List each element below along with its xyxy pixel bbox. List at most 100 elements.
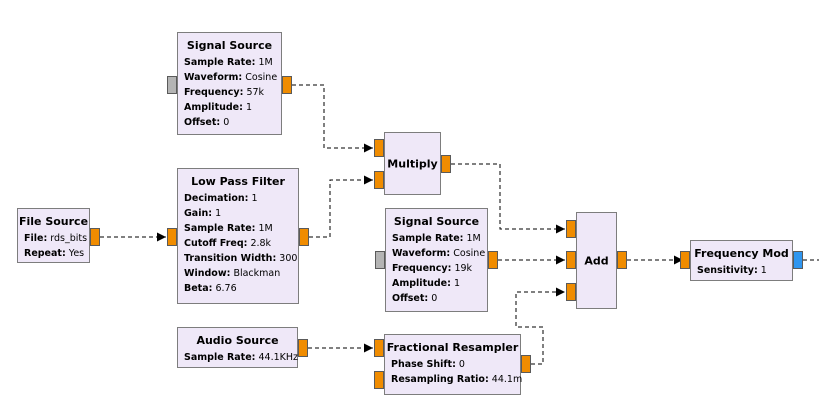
- param-label: Offset:: [184, 117, 221, 128]
- block-param-row: Decimation: 1: [178, 191, 298, 206]
- file-source-output-port[interactable]: [90, 228, 100, 246]
- param-value: 1M: [258, 57, 273, 68]
- frequency-mod-input-port[interactable]: [680, 251, 690, 269]
- param-value: 57k: [246, 87, 265, 98]
- block-title: Multiply: [387, 157, 438, 170]
- add-output-port[interactable]: [617, 251, 627, 269]
- param-label: Gain:: [184, 208, 213, 219]
- block-param-row: Sensitivity: 1: [691, 263, 792, 278]
- block-param-row: Phase Shift: 0: [385, 357, 520, 372]
- block-title: Signal Source: [393, 215, 480, 228]
- param-label: Repeat:: [24, 248, 66, 259]
- fractional-resampler-input-port-0[interactable]: [374, 339, 384, 357]
- block-param-row: Beta: 6.76: [178, 281, 298, 296]
- param-value: Cosine: [245, 72, 278, 83]
- param-label: Frequency:: [392, 263, 452, 274]
- param-label: File:: [24, 233, 48, 244]
- param-value: 1M: [258, 223, 273, 234]
- param-value: 0: [431, 293, 438, 304]
- block-title: Fractional Resampler: [386, 341, 519, 354]
- block-param-row: Sample Rate: 1M: [386, 231, 487, 246]
- block-param-row: Resampling Ratio: 44.1m: [385, 372, 523, 387]
- add-block[interactable]: Add: [576, 212, 617, 309]
- block-param-row: Amplitude: 1: [386, 276, 487, 291]
- frequency-mod-output-port[interactable]: [793, 251, 803, 269]
- param-label: Sample Rate:: [184, 57, 256, 68]
- block-param-row: Gain: 1: [178, 206, 298, 221]
- block-param-row: Window: Blackman: [178, 266, 298, 281]
- multiply-input-port-1[interactable]: [374, 171, 384, 189]
- multiply-block[interactable]: Multiply: [384, 132, 441, 195]
- param-value: 1: [245, 102, 252, 113]
- block-title: Add: [584, 254, 609, 267]
- param-label: Resampling Ratio:: [391, 374, 489, 385]
- block-param-row: Repeat: Yes: [18, 246, 89, 261]
- block-param-row: Frequency: 19k: [386, 261, 487, 276]
- wire-lpf-to-multiply[interactable]: [309, 175, 373, 238]
- block-title: Audio Source: [196, 334, 279, 347]
- block-param-row: Cutoff Freq: 2.8k: [178, 236, 298, 251]
- add-input-port-2[interactable]: [566, 283, 576, 301]
- block-title: Signal Source: [186, 39, 273, 52]
- signal-source-input-port[interactable]: [167, 76, 177, 94]
- param-value: Blackman: [233, 268, 281, 279]
- param-label: Amplitude:: [392, 278, 451, 289]
- block-param-row: Offset: 0: [178, 115, 281, 130]
- fractional-resampler-input-port-1[interactable]: [374, 371, 384, 389]
- block-title: File Source: [18, 215, 89, 228]
- param-label: Amplitude:: [184, 102, 243, 113]
- block-param-row: Sample Rate: 1M: [178, 221, 298, 236]
- param-value: 1M: [466, 233, 481, 244]
- param-value: 1: [760, 265, 767, 276]
- wire-multiply-to-add[interactable]: [451, 163, 565, 234]
- signal-source-2-output-port[interactable]: [488, 251, 498, 269]
- block-param-row: Waveform: Cosine: [178, 70, 281, 85]
- block-param-row: File: rds_bits: [18, 231, 89, 246]
- param-value: 0: [223, 117, 230, 128]
- param-label: Sample Rate:: [392, 233, 464, 244]
- param-value: 1: [251, 193, 258, 204]
- block-param-row: Sample Rate: 44.1KHz: [178, 350, 299, 365]
- block-title: Low Pass Filter: [191, 175, 285, 188]
- fractional-resampler-output-port[interactable]: [521, 355, 531, 373]
- add-input-port-0[interactable]: [566, 220, 576, 238]
- param-value: Yes: [68, 248, 85, 259]
- param-label: Cutoff Freq:: [184, 238, 248, 249]
- multiply-output-port[interactable]: [441, 155, 451, 173]
- param-label: Transition Width:: [184, 253, 277, 264]
- param-value: 1: [453, 278, 460, 289]
- param-value: rds_bits: [50, 233, 88, 244]
- param-label: Beta:: [184, 283, 213, 294]
- multiply-input-port-0[interactable]: [374, 139, 384, 157]
- param-value: 0: [458, 359, 465, 370]
- param-label: Sample Rate:: [184, 352, 256, 363]
- block-param-row: Offset: 0: [386, 291, 487, 306]
- param-label: Frequency:: [184, 87, 244, 98]
- param-label: Phase Shift:: [391, 359, 456, 370]
- param-label: Offset:: [392, 293, 429, 304]
- block-param-row: Transition Width: 300: [178, 251, 298, 266]
- block-param-row: Frequency: 57k: [178, 85, 281, 100]
- param-value: 6.76: [215, 283, 237, 294]
- param-value: 44.1KHz: [258, 352, 299, 363]
- audio-source-output-port[interactable]: [298, 339, 308, 357]
- param-value: 44.1m: [491, 374, 523, 385]
- param-value: 2.8k: [250, 238, 272, 249]
- param-label: Waveform:: [392, 248, 451, 259]
- low-pass-filter-output-port[interactable]: [299, 228, 309, 246]
- signal-source-2-input-port[interactable]: [375, 251, 385, 269]
- block-param-row: Amplitude: 1: [178, 100, 281, 115]
- signal-source-output-port[interactable]: [282, 76, 292, 94]
- wire-signal-source-1-to-multiply[interactable]: [292, 84, 373, 153]
- add-input-port-1[interactable]: [566, 251, 576, 269]
- low-pass-filter-input-port[interactable]: [167, 228, 177, 246]
- wire-resampler-to-add[interactable]: [515, 287, 565, 365]
